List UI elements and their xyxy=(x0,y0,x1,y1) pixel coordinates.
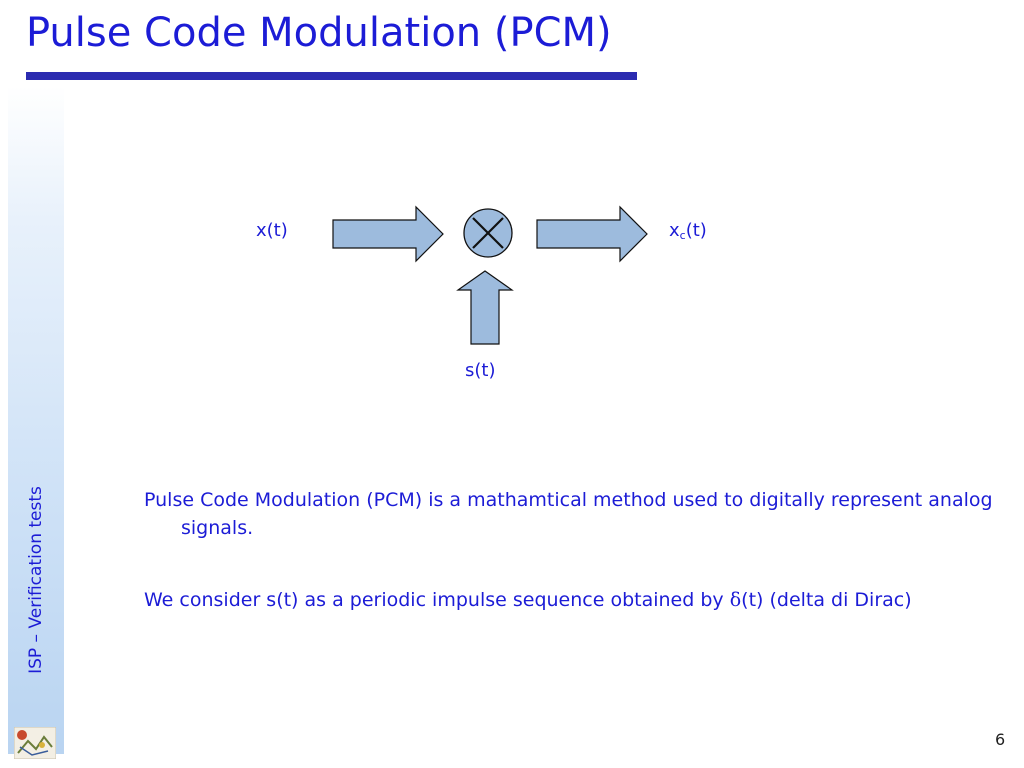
page-number: 6 xyxy=(995,730,1006,749)
input-signal-label: x(t) xyxy=(256,220,288,241)
title-underline xyxy=(26,72,637,80)
sampling-signal-label: s(t) xyxy=(465,360,496,381)
output-arrow xyxy=(536,205,648,263)
sidebar-band xyxy=(8,86,64,754)
output-signal-label: xc(t) xyxy=(669,220,707,242)
logo-icon xyxy=(14,727,56,759)
multiply-icon xyxy=(463,208,513,258)
body-paragraph-2: We consider s(t) as a periodic impulse s… xyxy=(144,589,912,611)
input-arrow xyxy=(332,205,444,263)
body-paragraph-1: Pulse Code Modulation (PCM) is a mathamt… xyxy=(144,489,993,539)
sampling-arrow xyxy=(456,270,514,345)
slide-title: Pulse Code Modulation (PCM) xyxy=(26,10,612,56)
